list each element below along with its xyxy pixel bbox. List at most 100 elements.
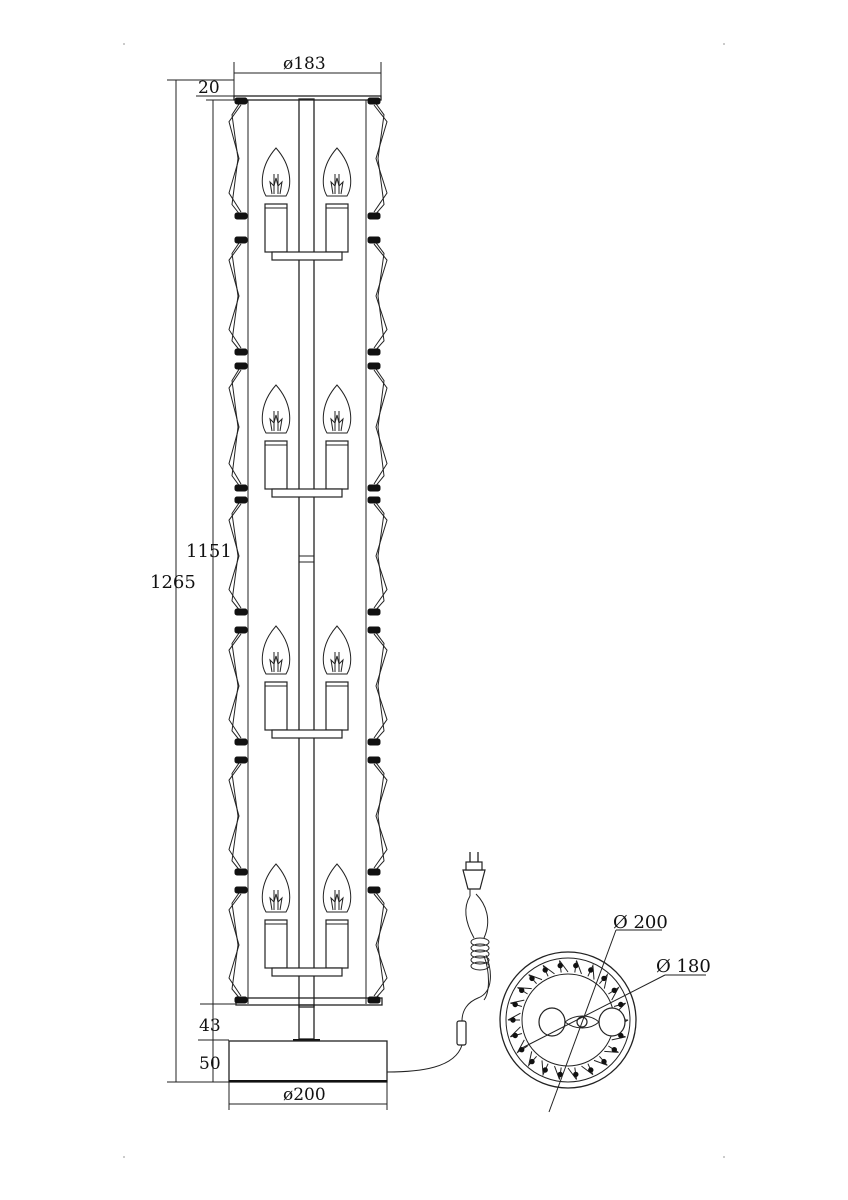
plan-crystal [542,964,555,977]
crystal-drop [367,756,388,876]
bulb-socket [264,919,288,969]
plan-crystal [599,972,609,989]
crystal-drop [228,756,248,876]
crystal-clip [234,996,248,1004]
plan-crystal-clip [618,1032,624,1039]
bulb-tier [261,863,352,977]
crystal-clip [367,362,381,370]
crystal-clip [367,348,381,356]
plan-crystal-clip [542,1067,548,1073]
plan-crystal [608,986,620,1001]
plan-crystal [516,1039,528,1054]
plan-crystal-clip [557,962,563,969]
crystal-clip [234,868,248,876]
lamp-elevation-view [228,95,388,1083]
candle-bulb [261,384,291,490]
crystal-clip [367,996,381,1004]
bulb-tiers [261,147,352,977]
crystal-drop [367,626,388,746]
plan-crystal-clip [601,975,607,982]
dimension-lines: ø183 20 1265 1151 43 50 ø200 [150,54,388,1110]
power-cord [386,852,491,1073]
crystal-drop [367,236,388,356]
plan-crystal-ring [507,960,629,1080]
crystal-clip [234,484,248,492]
plan-crystal [517,987,532,995]
bulb-arm [271,251,343,261]
plan-crystal [581,1063,594,1076]
crystal-clip [234,362,248,370]
crystal-drop [228,496,248,616]
central-pole [298,98,315,1008]
plan-crystal [559,960,569,973]
crystal-clip [234,496,248,504]
plan-crystal-clip [529,1058,535,1065]
bulb-socket [264,203,288,253]
candle-bulb [261,625,291,731]
plan-crystal [587,963,595,980]
crystal-clip [367,738,381,746]
crystal-clip [234,738,248,746]
inner-height-label: 1151 [186,541,232,562]
plan-bulb-right [598,1007,626,1037]
bulb-socket [325,919,349,969]
crystal-clip [367,608,381,616]
stem-height-label: 43 [199,1016,221,1036]
plan-crystal [510,1026,523,1038]
bulb-tier [261,147,352,261]
base-diameter-label: ø200 [283,1085,326,1105]
plan-crystal [527,1051,537,1068]
crystal-clip [234,756,248,764]
bulb-socket [325,681,349,731]
crystal-clip [234,97,248,105]
candle-bulb [322,147,352,253]
crystal-clip [367,236,381,244]
candle-bulb [322,863,352,969]
top-thickness-label: 20 [198,78,220,98]
base [228,1040,388,1083]
crystal-clip [234,236,248,244]
registration-marks [123,43,725,1158]
plan-crystal [593,1055,608,1066]
cord-coil [470,937,490,971]
plan-crystal-clip [573,1071,579,1078]
plan-crystal-clip [588,1067,594,1073]
stem [298,1004,315,1040]
crystal-drop [228,97,248,220]
candle-bulb [322,384,352,490]
inline-switch [456,1020,467,1046]
bulb-socket [325,440,349,490]
plan-crystal-clip [519,987,525,993]
plan-crystal-clip [573,962,579,969]
crystal-clip [367,626,381,634]
plan-crystal-clip [588,967,594,973]
total-height-label: 1265 [150,572,196,593]
crystal-drop [228,886,248,1004]
plan-crystal [510,999,525,1007]
bulb-socket [264,681,288,731]
crystal-drop [228,626,248,746]
plan-crystal [604,1045,619,1053]
crystal-clip [367,496,381,504]
candle-bulb [261,863,291,969]
plan-outer-diameter-label: Ø 200 [613,912,668,933]
bulb-socket [264,440,288,490]
crystal-drop [367,362,388,492]
bulb-arm [271,967,343,977]
crystal-clip [234,212,248,220]
plan-crystal-clip [512,1001,518,1008]
plan-crystal [574,960,582,975]
plan-crystal-clip [512,1032,518,1039]
crystal-clip [367,212,381,220]
power-plug [462,852,486,890]
plan-crystal [567,1067,577,1080]
crystal-drop [367,886,388,1004]
plan-inner-diameter-label: Ø 180 [656,956,711,977]
crystal-clip [234,886,248,894]
plan-crystal-clip [542,967,548,973]
plan-crystal [541,1060,549,1077]
plan-bulb-left [538,1007,566,1037]
crystal-clip [234,608,248,616]
plan-crystal [507,1012,521,1021]
bulb-arm [271,729,343,739]
